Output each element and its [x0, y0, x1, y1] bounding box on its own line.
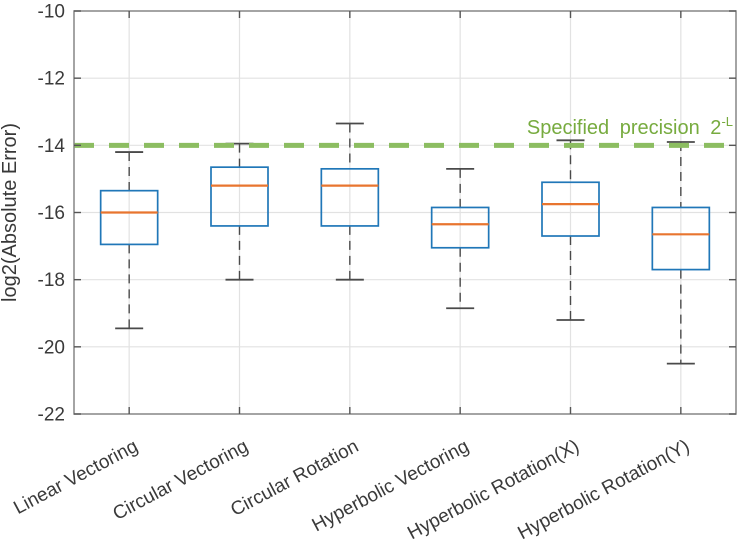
iqr-box: [430, 206, 490, 249]
y-tick-label: -10: [38, 2, 65, 23]
box-circular-rotation: [320, 122, 380, 281]
y-tick-label: -16: [38, 203, 65, 224]
axes-frame: [73, 10, 737, 415]
reference-label-superscript: -L: [721, 114, 733, 129]
iqr-box: [651, 206, 711, 271]
reference-label-main: Specified precision 2: [527, 117, 722, 139]
box-hyperbolic-vectoring: [430, 167, 490, 310]
iqr-box: [541, 181, 600, 237]
boxplot-series: [99, 122, 711, 365]
box-linear-vectoring: [99, 151, 159, 330]
iqr-box: [99, 189, 159, 246]
gridlines: [74, 11, 736, 414]
y-tick-label: -12: [38, 69, 65, 90]
y-tick-label: -14: [38, 136, 66, 157]
box-hyperbolic-rotation-y-: [651, 141, 711, 365]
y-axis-label: log2(Absolute Error): [0, 123, 21, 302]
iqr-box: [210, 166, 269, 227]
y-tick-label: -18: [38, 270, 65, 291]
y-tick-label: -20: [38, 337, 65, 358]
reference-line-label: Specified precision 2-L: [527, 114, 733, 139]
iqr-box: [320, 167, 380, 227]
y-tick-label: -22: [38, 405, 65, 426]
